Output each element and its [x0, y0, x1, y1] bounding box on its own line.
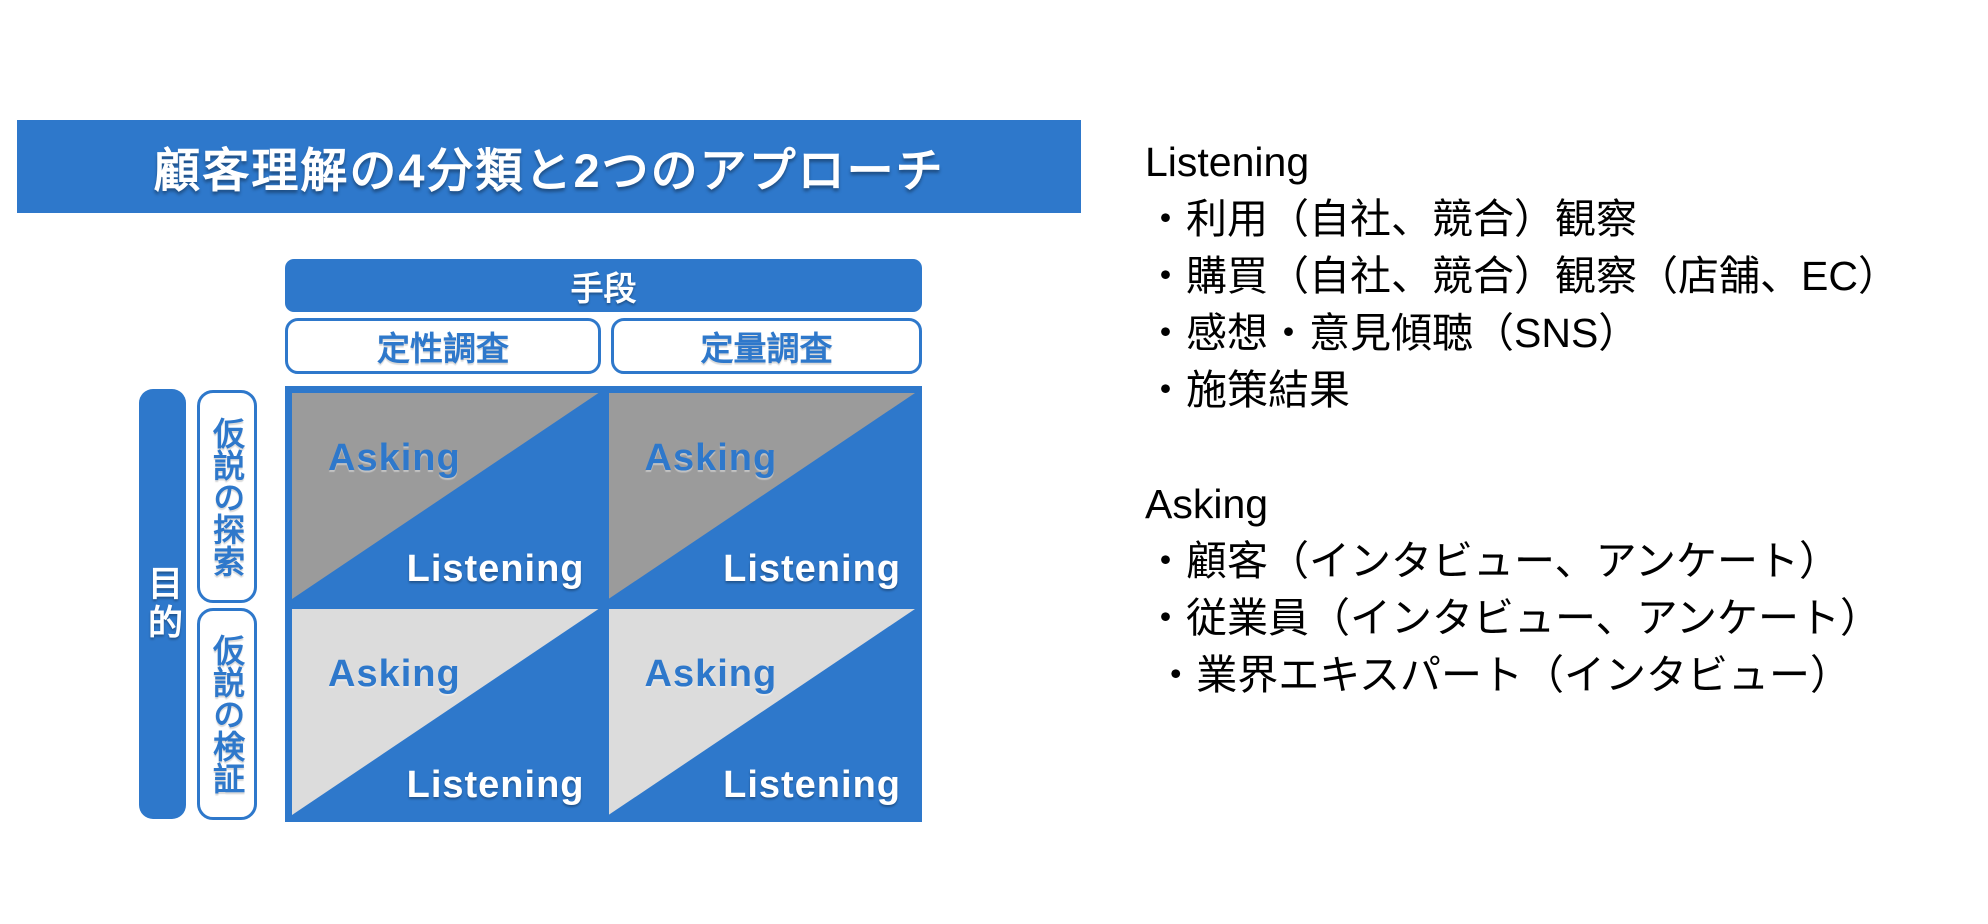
row-header-hypothesis-verification: 仮説の検証 — [197, 608, 257, 820]
legend-listening-heading: Listening — [1145, 139, 1310, 185]
legend-listening-item: ・購買（自社、競合）観察（店舗、EC） — [1145, 253, 1899, 299]
asking-label: Asking — [644, 437, 778, 479]
listening-label: Listening — [723, 764, 901, 806]
legend: Listening ・利用（自社、競合）観察 ・購買（自社、競合）観察（店舗、E… — [1145, 134, 1983, 704]
legend-listening-item: ・感想・意見傾聴（SNS） — [1145, 310, 1640, 356]
legend-listening-item: ・利用（自社、競合）観察 — [1145, 196, 1637, 242]
legend-asking-item: ・業界エキスパート（インタビュー） — [1145, 652, 1852, 698]
title-banner: 顧客理解の4分類と2つのアプローチ — [17, 120, 1081, 213]
listening-label: Listening — [406, 764, 585, 806]
matrix-grid: Asking Listening Asking Listening Asking… — [285, 386, 922, 822]
legend-asking-item: ・顧客（インタビュー、アンケート） — [1145, 538, 1840, 584]
row-axis-label: 目的 — [143, 565, 182, 643]
row-axis-header: 目的 — [139, 389, 186, 819]
listening-label: Listening — [406, 548, 585, 590]
column-axis-header: 手段 — [285, 259, 922, 312]
page-title: 顧客理解の4分類と2つのアプローチ — [153, 144, 945, 197]
legend-listening-item: ・施策結果 — [1145, 367, 1350, 413]
matrix-cell-verification-qualitative: Asking Listening — [292, 609, 599, 815]
matrix-cell-verification-quantitative: Asking Listening — [608, 609, 915, 815]
asking-label: Asking — [328, 437, 461, 479]
asking-label: Asking — [328, 653, 461, 695]
legend-asking-item: ・従業員（インタビュー、アンケート） — [1145, 595, 1881, 641]
listening-label: Listening — [723, 548, 901, 590]
legend-spacer — [1145, 419, 1983, 476]
matrix-cell-exploration-qualitative: Asking Listening — [292, 393, 599, 599]
legend-asking-heading: Asking — [1145, 481, 1269, 527]
row-header-hypothesis-exploration: 仮説の探索 — [197, 390, 257, 603]
row-header-label: 仮説の探索 — [209, 416, 246, 577]
row-header-label: 仮説の検証 — [209, 634, 246, 794]
column-header-qualitative: 定性調査 — [285, 318, 601, 374]
asking-label: Asking — [644, 653, 778, 695]
column-header-quantitative: 定量調査 — [611, 318, 922, 374]
matrix-cell-exploration-quantitative: Asking Listening — [608, 393, 915, 599]
